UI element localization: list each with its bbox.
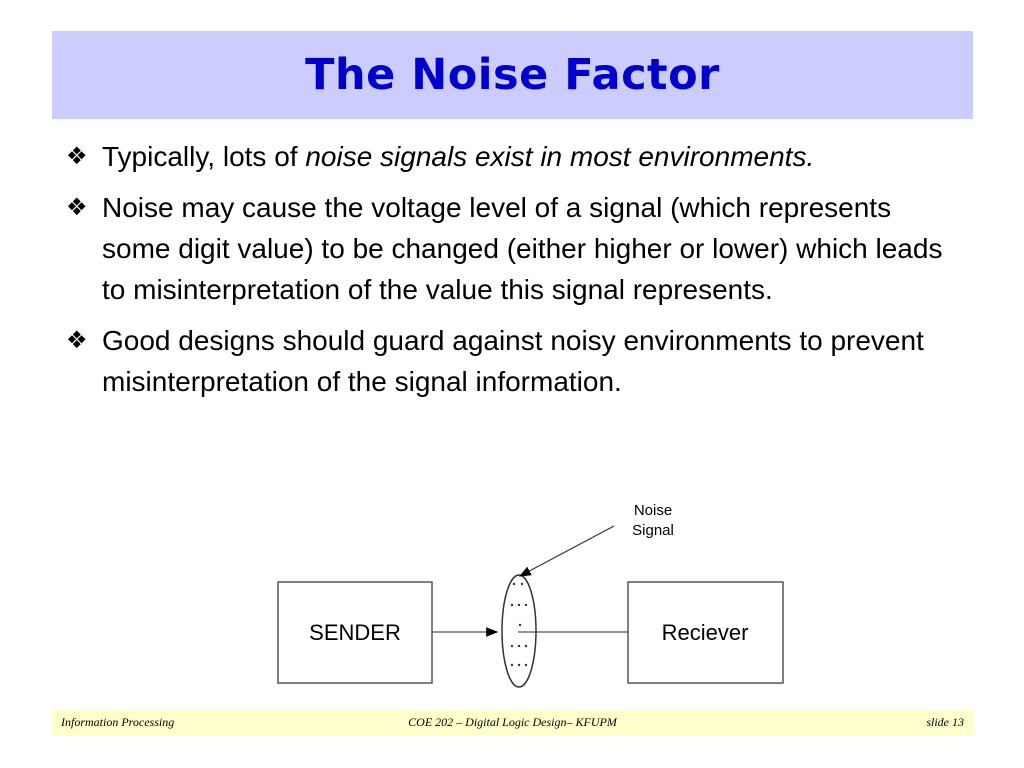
noise-pointer-arrow: [518, 525, 615, 577]
sender-label: SENDER: [309, 620, 401, 645]
noise-label-line1: Noise: [634, 502, 672, 519]
footer-left-text: Information Processing: [61, 715, 175, 729]
bullet-item-2: ❖ Noise may cause the voltage level of a…: [64, 187, 964, 310]
title-bar: The Noise Factor: [52, 31, 973, 119]
bullet-item-3: ❖ Good designs should guard against nois…: [64, 320, 964, 402]
diamond-bullet-icon: ❖: [66, 326, 88, 354]
receiver-box: [627, 581, 784, 684]
noise-label-line2: Signal: [632, 522, 674, 539]
bullet-3-text: Good designs should guard against noisy …: [102, 325, 924, 397]
page-title: The Noise Factor: [305, 50, 720, 100]
bullet-list: ❖ Typically, lots of noise signals exist…: [64, 136, 964, 412]
bullet-1-text: Typically, lots of: [102, 141, 306, 172]
footer-center-text: COE 202 – Digital Logic Design– KFUPM: [408, 715, 617, 729]
diamond-bullet-icon: ❖: [66, 193, 88, 221]
receiver-label: Reciever: [662, 620, 749, 645]
noise-dots: [510, 582, 528, 667]
noise-ellipse: [501, 574, 537, 688]
bullet-2-text: Noise may cause the voltage level of a s…: [102, 192, 943, 305]
bullet-item-1: ❖ Typically, lots of noise signals exist…: [64, 136, 964, 177]
bullet-1-italic-text: noise signals exist in most environments…: [305, 141, 815, 172]
footer-bar: Information Processing COE 202 – Digital…: [52, 710, 973, 735]
sender-box: [277, 581, 433, 684]
diamond-bullet-icon: ❖: [66, 142, 88, 170]
slide-number: slide 13: [926, 715, 964, 729]
